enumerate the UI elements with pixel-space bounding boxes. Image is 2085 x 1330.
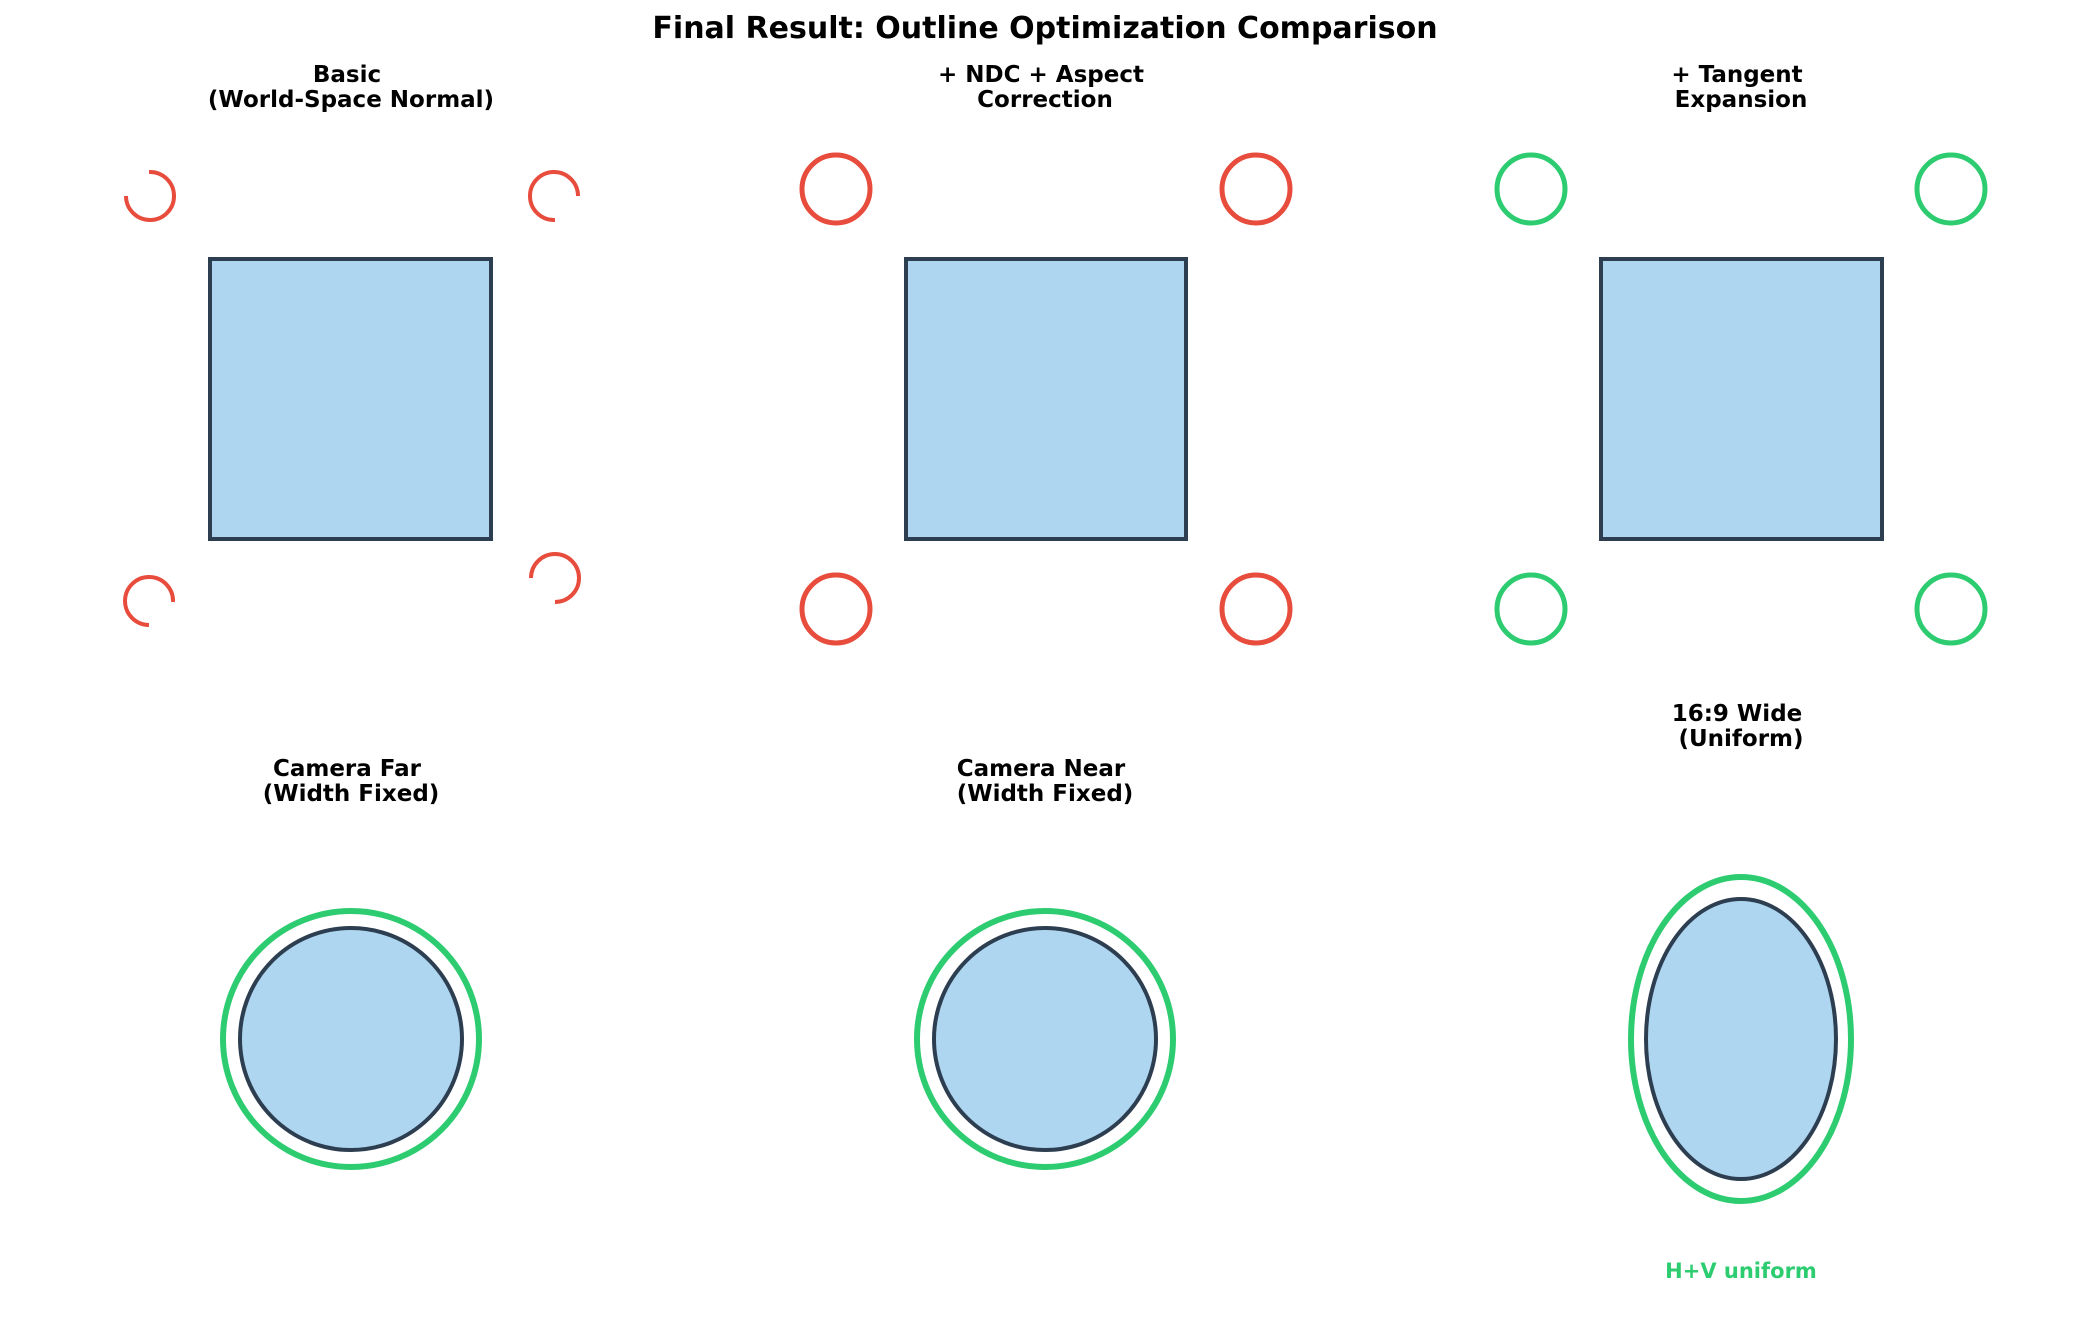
panel-wide-uniform: 16:9 Wide (Uniform) H+V uniform (1628, 701, 1854, 1283)
panel-basic-title: Basic (World-Space Normal) (208, 62, 494, 113)
tangent-corner-circle-bottom-left (1494, 572, 1568, 646)
basic-corner-arc-bottom-right (529, 552, 581, 604)
camera-near-outline (914, 908, 1176, 1170)
tangent-square (1599, 257, 1884, 541)
panel-camera-near: Camera Near (Width Fixed) (914, 756, 1176, 1170)
ndc-corner-circle-bottom-left (799, 572, 873, 646)
basic-corner-arc-top-left (124, 169, 176, 222)
wide-caption: H+V uniform (1665, 1259, 1817, 1283)
basic-corner-arc-bottom-left (123, 575, 176, 627)
panel-ndc-aspect-title: + NDC + Aspect Correction (938, 62, 1152, 113)
panel-camera-far-title: Camera Far (Width Fixed) (263, 756, 440, 807)
figure-title: Final Result: Outline Optimization Compa… (652, 11, 1437, 46)
panel-wide-uniform-title: 16:9 Wide (Uniform) (1672, 701, 1811, 752)
wide-outline (1628, 874, 1854, 1204)
camera-far-object (238, 926, 464, 1152)
tangent-corner-circle-bottom-right (1914, 572, 1988, 646)
basic-square (208, 257, 493, 541)
ndc-corner-circle-top-right (1219, 152, 1293, 226)
panel-camera-near-title: Camera Near (Width Fixed) (957, 756, 1134, 807)
panel-ndc-aspect: + NDC + Aspect Correction (799, 62, 1293, 646)
tangent-corner-circle-top-left (1494, 152, 1568, 226)
camera-far-outline (220, 908, 482, 1170)
basic-corner-arc-top-right (528, 170, 580, 223)
ndc-corner-circle-bottom-right (1219, 572, 1293, 646)
wide-object (1644, 897, 1838, 1181)
ndc-corner-circle-top-left (799, 152, 873, 226)
tangent-corner-circle-top-right (1914, 152, 1988, 226)
panel-tangent-expansion: + Tangent Expansion (1494, 62, 1988, 646)
panel-camera-far: Camera Far (Width Fixed) (220, 756, 482, 1170)
camera-near-object (932, 926, 1158, 1152)
panel-tangent-expansion-title: + Tangent Expansion (1671, 62, 1810, 113)
panel-basic: Basic (World-Space Normal) (123, 62, 581, 627)
ndc-square (904, 257, 1188, 541)
